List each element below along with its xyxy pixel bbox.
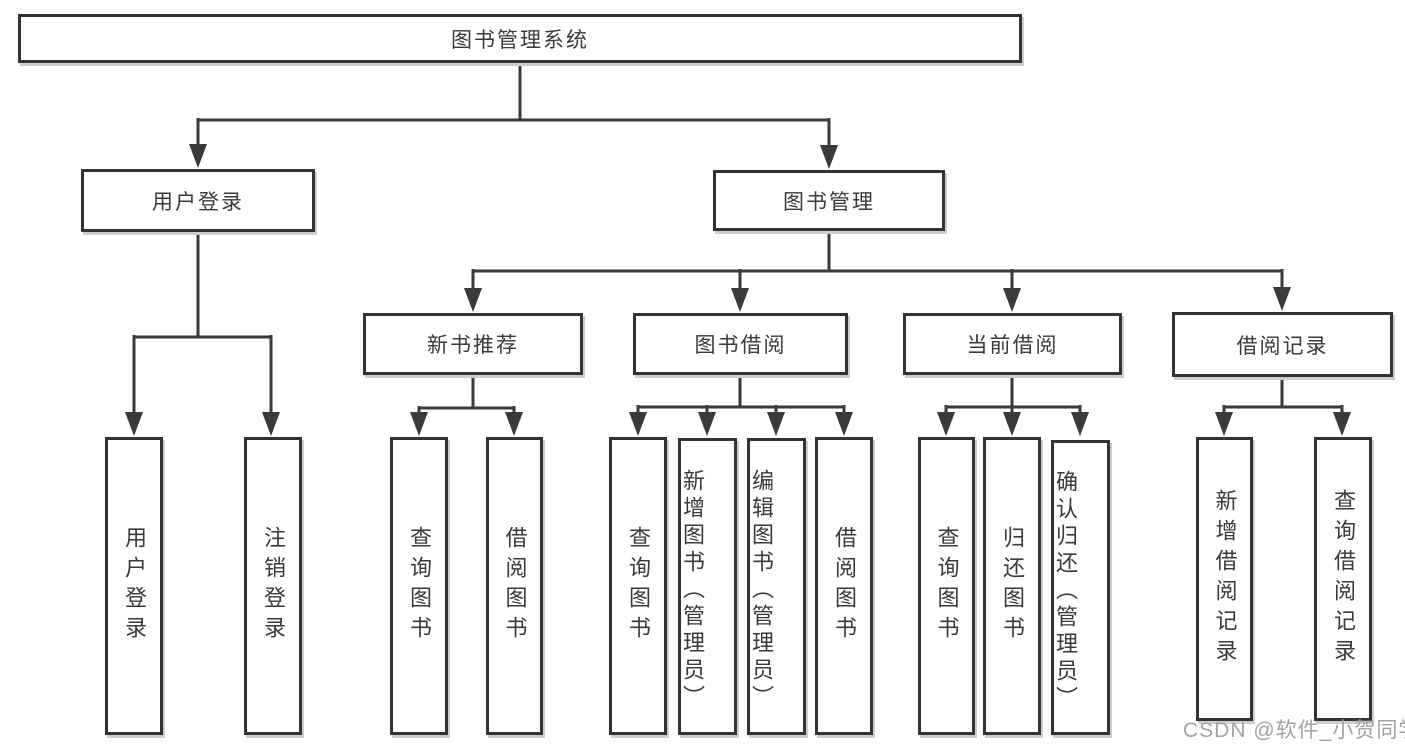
- node-user-login-action-label: 用户登录: [122, 526, 147, 646]
- node-current-borrow: 当前借阅: [903, 313, 1122, 375]
- node-book-borrow-label: 图书借阅: [694, 334, 787, 357]
- node-search-books-3: 查询图书: [918, 437, 975, 735]
- node-return-book-label: 归还图书: [1000, 526, 1025, 646]
- node-confirm-return-admin-label: 确认归还（管理员）: [1053, 470, 1078, 713]
- node-logout: 注销登录: [244, 437, 302, 735]
- node-current-borrow-label: 当前借阅: [966, 334, 1059, 357]
- node-search-books-3-label: 查询图书: [934, 526, 960, 646]
- node-add-borrow-record: 新增借阅记录: [1196, 437, 1253, 721]
- node-borrow-records: 借阅记录: [1172, 312, 1393, 377]
- node-edit-book-admin: 编辑图书（管理员）: [747, 438, 806, 735]
- node-add-book-admin: 新增图书（管理员）: [678, 438, 737, 735]
- node-borrow-books-2: 借阅图书: [815, 437, 873, 735]
- node-search-books-1-label: 查询图书: [407, 526, 432, 646]
- node-user-login-action: 用户登录: [105, 437, 163, 735]
- node-book-management: 图书管理: [713, 170, 945, 231]
- node-root-label: 图书管理系统: [451, 28, 589, 52]
- node-borrow-books-1-label: 借阅图书: [502, 526, 528, 646]
- node-search-borrow-record-label: 查询借阅记录: [1331, 489, 1356, 669]
- arrowheads: [125, 144, 1351, 436]
- node-search-books-2: 查询图书: [609, 437, 667, 735]
- node-borrow-books-2-label: 借阅图书: [832, 526, 857, 646]
- node-user-login-label: 用户登录: [152, 190, 244, 214]
- node-add-book-admin-label: 新增图书（管理员）: [680, 469, 705, 712]
- node-new-book-recommend-label: 新书推荐: [427, 334, 519, 357]
- watermark: CSDN @软件_小贺同学: [1183, 719, 1405, 742]
- node-root: 图书管理系统: [18, 14, 1022, 63]
- node-return-book: 归还图书: [983, 437, 1041, 735]
- node-edit-book-admin-label: 编辑图书（管理员）: [749, 469, 774, 712]
- node-borrow-records-label: 借阅记录: [1236, 334, 1329, 358]
- node-confirm-return-admin: 确认归还（管理员）: [1051, 440, 1110, 735]
- node-book-borrow: 图书借阅: [633, 313, 848, 375]
- node-new-book-recommend: 新书推荐: [363, 313, 583, 375]
- node-search-borrow-record: 查询借阅记录: [1314, 437, 1372, 721]
- node-book-management-label: 图书管理: [783, 190, 875, 214]
- node-add-borrow-record-label: 新增借阅记录: [1212, 489, 1238, 669]
- node-search-books-2-label: 查询图书: [626, 526, 651, 646]
- node-user-login: 用户登录: [81, 169, 315, 232]
- node-borrow-books-1: 借阅图书: [486, 437, 543, 735]
- node-logout-label: 注销登录: [261, 526, 286, 646]
- node-search-books-1: 查询图书: [390, 437, 448, 735]
